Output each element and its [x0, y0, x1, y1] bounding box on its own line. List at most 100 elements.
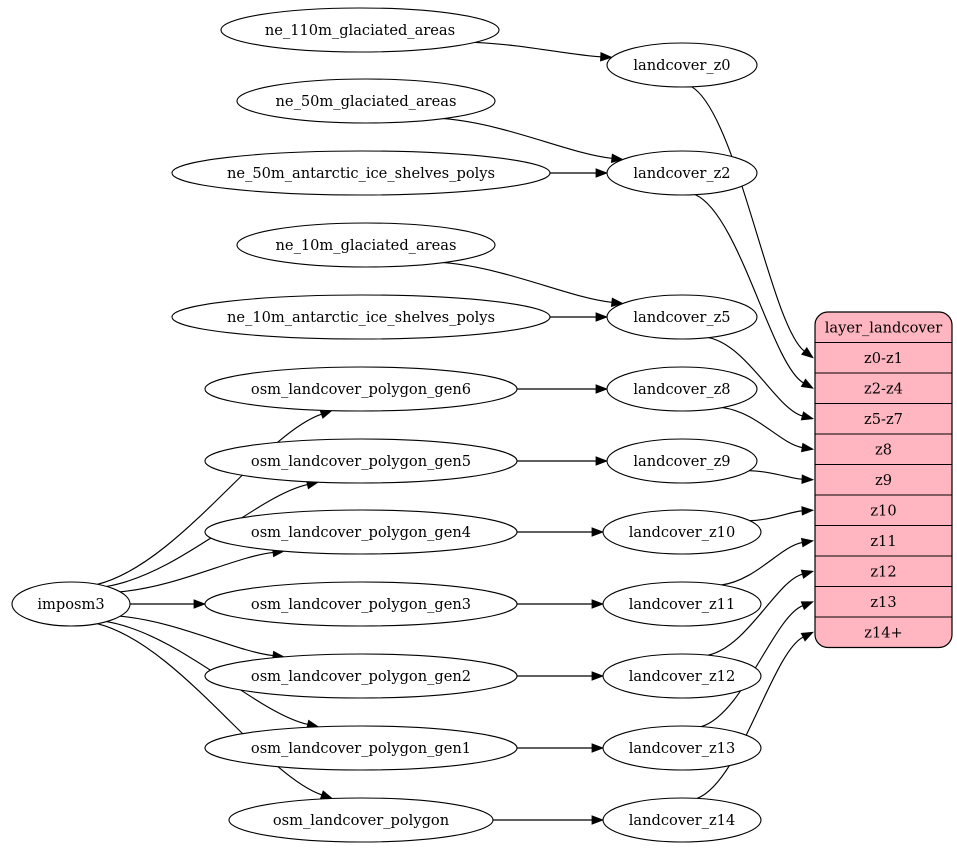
edge-arrowhead	[800, 569, 815, 579]
node-ne_110m_glaciated_areas[interactable]: ne_110m_glaciated_areas	[220, 7, 500, 53]
layer-node-ellipse[interactable]	[606, 150, 758, 196]
edge-landcover_z14-to-z14+	[696, 631, 815, 799]
node-label: osm_landcover_polygon_gen1	[251, 740, 471, 757]
import-node-ellipse[interactable]	[171, 150, 551, 196]
edge-osm_landcover_polygon_gen2-to-landcover_z12	[516, 671, 605, 681]
node-label: osm_landcover_polygon_gen3	[251, 596, 471, 613]
table-row-cell[interactable]	[815, 555, 952, 587]
node-osm_landcover_polygon_gen3[interactable]: osm_landcover_polygon_gen3	[204, 581, 518, 627]
node-landcover_z9[interactable]: landcover_z9	[606, 438, 758, 484]
edge-line	[97, 413, 322, 585]
edge-arrowhead	[595, 456, 609, 466]
node-landcover_z5[interactable]: landcover_z5	[606, 294, 758, 340]
layer-node-ellipse[interactable]	[602, 581, 762, 627]
edge-line	[443, 262, 612, 303]
node-label: landcover_z11	[629, 596, 735, 613]
node-label: ne_50m_glaciated_areas	[276, 93, 457, 110]
edge-landcover_z9-to-z9	[749, 470, 815, 484]
table-header-label: layer_landcover	[825, 319, 942, 336]
edge-imposm3-to-osm_landcover_polygon_gen3	[130, 599, 207, 609]
edge-imposm3-to-osm_landcover_polygon_gen2	[120, 615, 286, 661]
table-row-label: z5-z7	[864, 411, 903, 428]
table-row-cell[interactable]	[815, 616, 952, 648]
node-landcover_z10[interactable]: landcover_z10	[602, 509, 762, 555]
node-osm_landcover_polygon_gen4[interactable]: osm_landcover_polygon_gen4	[204, 509, 518, 555]
import-node-ellipse[interactable]	[204, 725, 518, 771]
edge-line	[120, 551, 274, 593]
edge-line	[691, 86, 805, 352]
node-osm_landcover_polygon_gen6[interactable]: osm_landcover_polygon_gen6	[204, 366, 518, 412]
layer-node-ellipse[interactable]	[602, 797, 762, 843]
layer-node-ellipse[interactable]	[606, 438, 758, 484]
node-osm_landcover_polygon_gen5[interactable]: osm_landcover_polygon_gen5	[204, 438, 518, 484]
node-landcover_z14[interactable]: landcover_z14	[602, 797, 762, 843]
edge-arrowhead	[591, 743, 605, 753]
node-imposm3[interactable]: imposm3	[11, 581, 131, 627]
edge-arrowhead	[800, 442, 815, 453]
edge-landcover_z2-to-z2-z4	[694, 194, 814, 389]
node-landcover_z13[interactable]: landcover_z13	[602, 725, 762, 771]
edge-line	[700, 605, 803, 728]
node-landcover_z2[interactable]: landcover_z2	[606, 150, 758, 196]
node-label: osm_landcover_polygon	[273, 812, 449, 829]
node-landcover_z0[interactable]: landcover_z0	[606, 42, 758, 88]
edge-arrowhead	[595, 168, 609, 178]
table-row-label: z0-z1	[864, 350, 903, 367]
layer-node-ellipse[interactable]	[602, 725, 762, 771]
layer-node-ellipse[interactable]	[602, 509, 762, 555]
table-row-cell[interactable]	[815, 494, 952, 526]
node-label: ne_10m_antarctic_ice_shelves_polys	[227, 309, 495, 326]
import-node-ellipse[interactable]	[204, 438, 518, 484]
edge-arrowhead	[591, 671, 605, 681]
edge-line	[120, 615, 274, 657]
layer-node-ellipse[interactable]	[606, 294, 758, 340]
node-osm_landcover_polygon[interactable]: osm_landcover_polygon	[228, 797, 494, 843]
table-row-cell[interactable]	[815, 372, 952, 404]
edge-line	[708, 337, 803, 417]
import-node-ellipse[interactable]	[204, 366, 518, 412]
node-osm_landcover_polygon_gen2[interactable]: osm_landcover_polygon_gen2	[204, 653, 518, 699]
import-node-ellipse[interactable]	[236, 78, 496, 124]
layer-node-ellipse[interactable]	[602, 653, 762, 699]
import-node-ellipse[interactable]	[204, 581, 518, 627]
import-node-ellipse[interactable]	[171, 294, 551, 340]
import-node-ellipse[interactable]	[228, 797, 494, 843]
edge-ne_10m_antarctic_ice_shelves_polys-to-landcover_z5	[550, 312, 609, 322]
table-row-cell[interactable]	[815, 342, 952, 374]
node-ne_50m_glaciated_areas[interactable]: ne_50m_glaciated_areas	[236, 78, 496, 124]
node-osm_landcover_polygon_gen1[interactable]: osm_landcover_polygon_gen1	[204, 725, 518, 771]
edge-line	[696, 636, 804, 799]
node-ne_50m_antarctic_ice_shelves_polys[interactable]: ne_50m_antarctic_ice_shelves_polys	[171, 150, 551, 196]
node-ne_10m_antarctic_ice_shelves_polys[interactable]: ne_10m_antarctic_ice_shelves_polys	[171, 294, 551, 340]
node-ne_10m_glaciated_areas[interactable]: ne_10m_glaciated_areas	[236, 222, 496, 268]
table-row-cell[interactable]	[815, 586, 952, 618]
node-landcover_z12[interactable]: landcover_z12	[602, 653, 762, 699]
edge-arrowhead	[800, 537, 815, 548]
import-node-ellipse[interactable]	[220, 7, 500, 53]
edge-landcover_z10-to-z10	[749, 506, 815, 522]
edge-arrowhead	[591, 527, 605, 537]
source-node-ellipse[interactable]	[11, 581, 131, 627]
node-landcover_z8[interactable]: landcover_z8	[606, 366, 758, 412]
node-label: osm_landcover_polygon_gen2	[251, 668, 471, 685]
edge-ne_110m_glaciated_areas-to-landcover_z0	[474, 41, 613, 62]
edge-osm_landcover_polygon_gen4-to-landcover_z10	[517, 527, 605, 537]
node-label: landcover_z8	[633, 381, 730, 398]
table-row-label: z13	[870, 594, 896, 611]
import-node-ellipse[interactable]	[204, 653, 518, 699]
edge-arrowhead	[800, 631, 815, 642]
layer-node-ellipse[interactable]	[606, 366, 758, 412]
node-label: osm_landcover_polygon_gen5	[251, 453, 471, 470]
layer-node-ellipse[interactable]	[606, 42, 758, 88]
node-landcover_z11[interactable]: landcover_z11	[602, 581, 762, 627]
edge-imposm3-to-osm_landcover_polygon_gen4	[120, 547, 286, 593]
edge-landcover_z12-to-z12	[707, 569, 815, 656]
edge-arrowhead	[610, 297, 624, 308]
edge-imposm3-to-osm_landcover_polygon_gen6	[97, 409, 333, 585]
import-node-ellipse[interactable]	[236, 222, 496, 268]
import-node-ellipse[interactable]	[204, 509, 518, 555]
table-row-label: z11	[870, 533, 896, 550]
layer-landcover-table[interactable]: layer_landcoverz0-z1z2-z4z5-z7z8z9z10z11…	[814, 311, 953, 649]
edge-landcover_z13-to-z13	[700, 601, 815, 728]
